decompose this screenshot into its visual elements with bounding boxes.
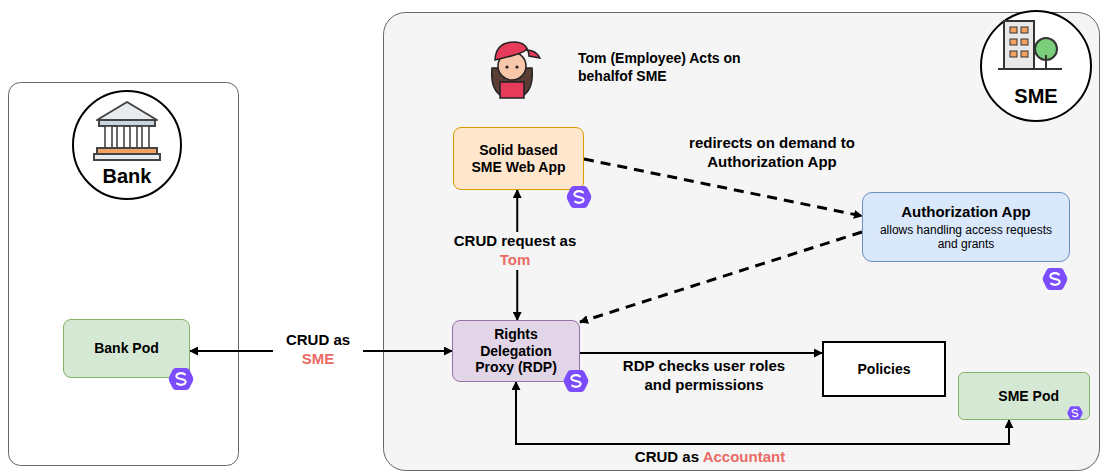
web-app-box: Solid based SME Web App [453,127,584,190]
edge-label: CRUD request as Tom [450,232,580,270]
node-body: allows handling access requests and gran… [871,223,1061,252]
highlight-word: Accountant [703,448,786,465]
sme-circle: SME [980,10,1092,122]
edge-label: RDP checks user roles and permissions [609,357,799,395]
node-title: Bank [103,164,152,188]
node-title: Rights Delegation Proxy (RDP) [464,326,568,376]
policies-box: Policies [822,341,946,397]
sme-pod-box: SME Pod [958,372,1090,420]
node-title: SME Pod [998,388,1059,405]
rdp-box: Rights Delegation Proxy (RDP) [452,320,580,382]
edge-label: CRUD as Accountant [610,448,810,467]
node-title: Authorization App [901,203,1030,221]
bank-pod-box: Bank Pod [63,319,190,378]
highlight-word: Tom [500,251,531,268]
authorization-app-box: Authorization App allows handling access … [862,192,1070,262]
edge-label: redirects on demand to Authorization App [662,134,882,172]
edge-label: CRUD as SME [273,331,363,369]
highlight-word: SME [302,350,335,367]
dashed-arrow [580,232,862,322]
node-title: SME [1014,84,1057,108]
node-title: Solid based SME Web App [467,142,571,176]
node-title: Bank Pod [94,340,159,357]
bank-region [9,83,239,466]
bank-circle: Bank [72,90,182,200]
arrow-connector [580,352,822,354]
solid-logo [1043,268,1068,290]
actor-label: Tom (Employee) Acts on behalfof SME [578,50,768,85]
node-title: Policies [858,361,911,378]
employee-avatar [492,42,540,98]
